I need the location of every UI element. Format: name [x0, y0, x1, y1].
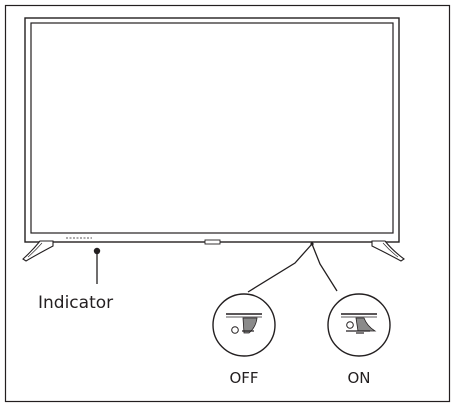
on-label: ON — [347, 369, 370, 387]
rocker-on — [355, 317, 377, 332]
indicator-label: Indicator — [38, 293, 113, 313]
tv-screen — [30, 22, 394, 234]
switch-detail-off — [212, 293, 276, 357]
tv-stand-right — [371, 240, 405, 262]
switch-callout-lines — [247, 242, 338, 293]
tv-stand-right-shade — [382, 242, 399, 258]
tv-stand-left-shade — [27, 242, 43, 258]
tv-stand-left — [22, 240, 54, 262]
switch-detail-on — [327, 293, 391, 357]
tv-set — [22, 17, 405, 284]
off-label: OFF — [229, 369, 258, 387]
rocker-off — [242, 317, 258, 334]
tv-logo-tab — [204, 239, 221, 245]
